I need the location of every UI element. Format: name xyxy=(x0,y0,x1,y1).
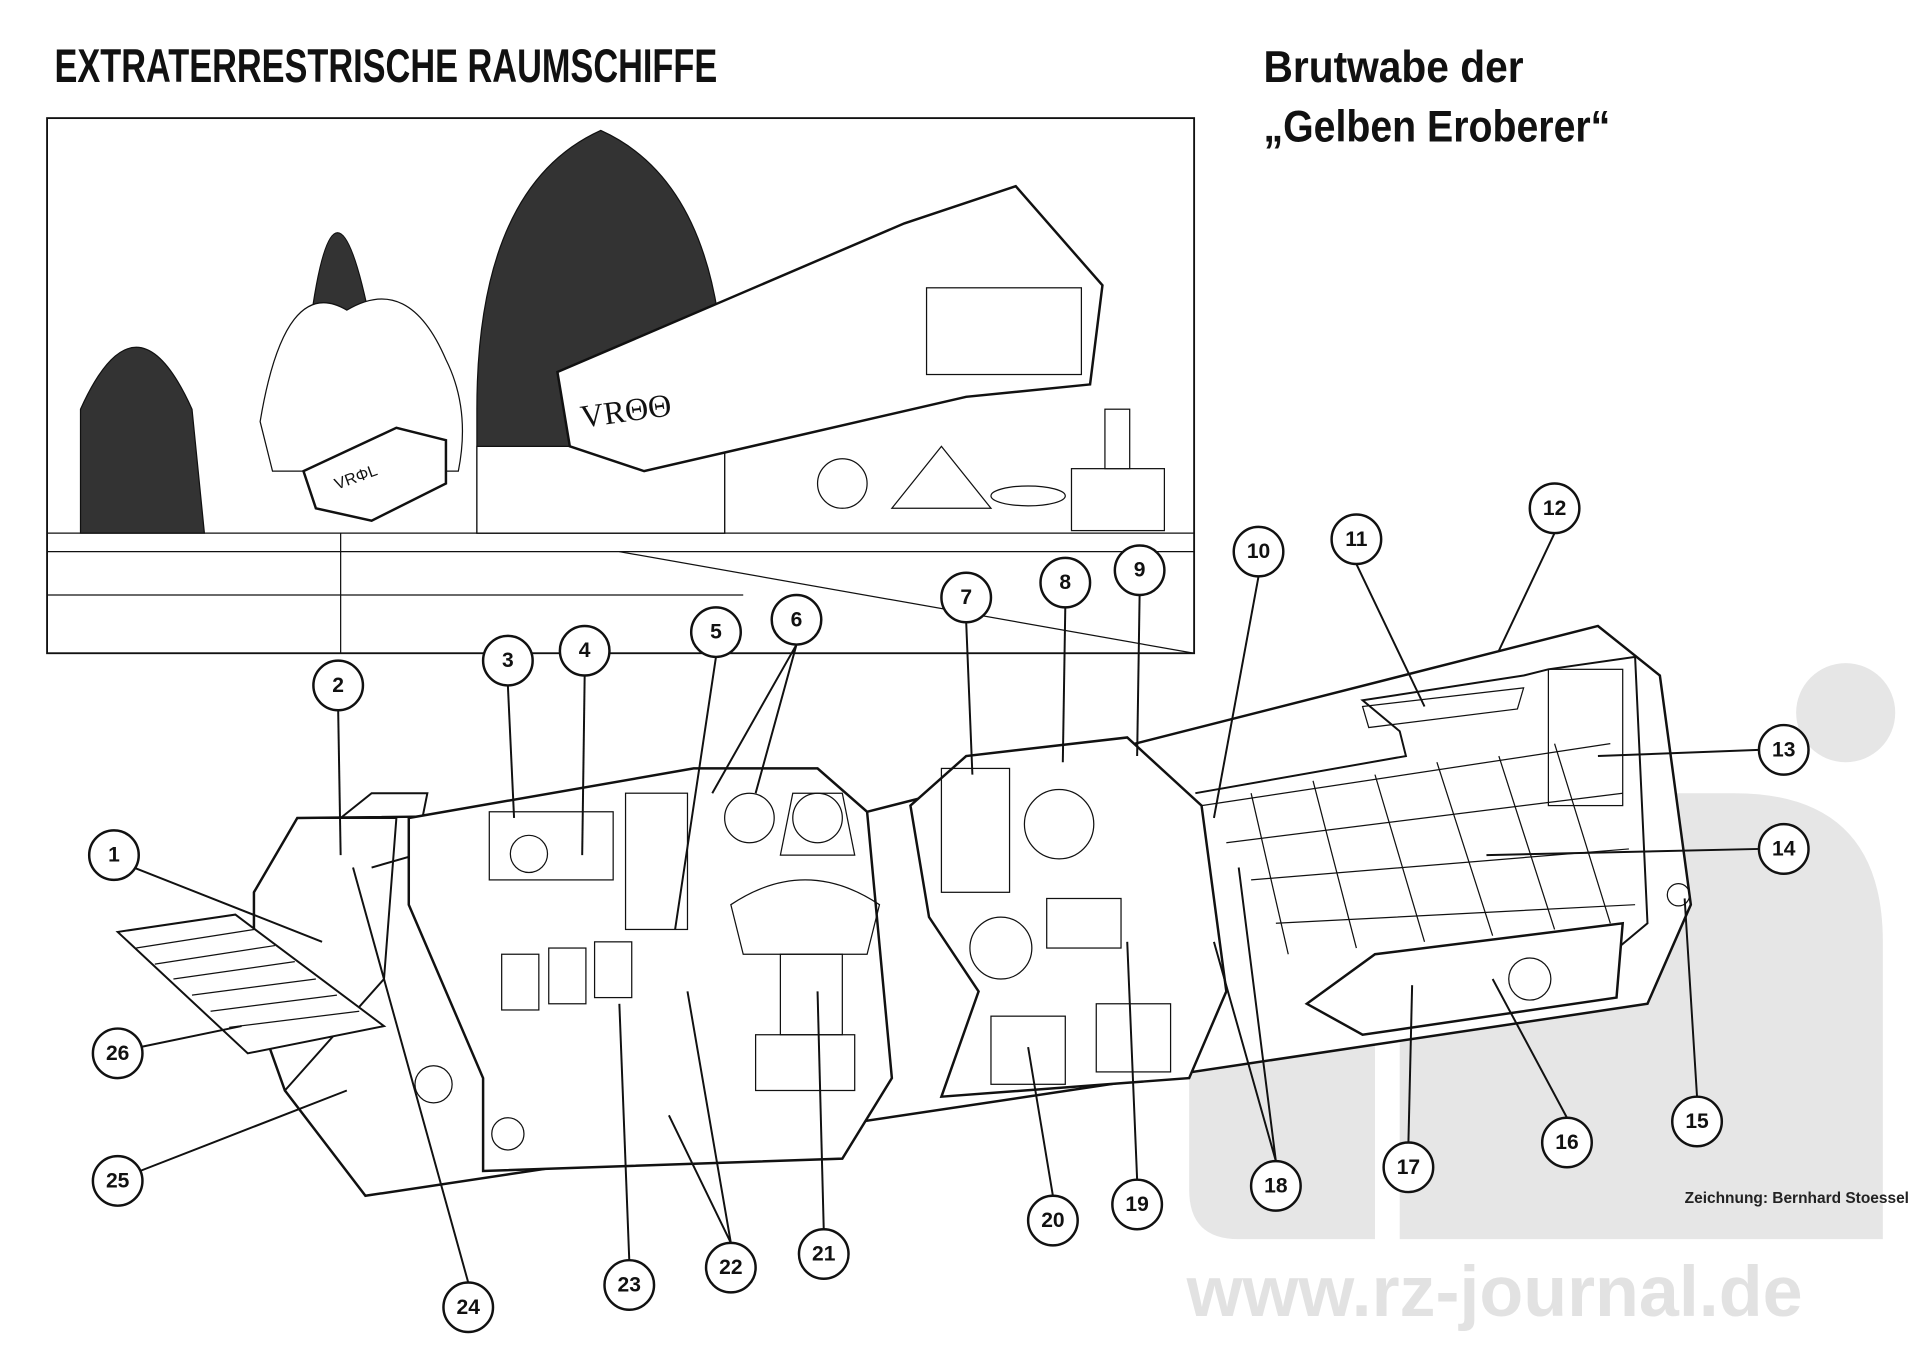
callout-circle xyxy=(940,571,993,624)
leader-lines xyxy=(133,532,1760,1283)
callout-number: 22 xyxy=(719,1256,742,1279)
callout-24: 24 xyxy=(442,1281,495,1334)
callout-22: 22 xyxy=(704,1241,757,1294)
callout-circle xyxy=(1382,1141,1435,1194)
callout-circle xyxy=(1330,513,1383,566)
callout-number: 6 xyxy=(791,608,803,631)
callout-14: 14 xyxy=(1757,822,1810,875)
scene-panel: VRΘΘ VRΦL xyxy=(46,117,1196,655)
callout-circle xyxy=(1232,525,1285,578)
ship-title-line1: Brutwabe der xyxy=(1263,43,1523,92)
callout-20: 20 xyxy=(1026,1194,1079,1247)
callout-circle xyxy=(1026,1194,1079,1247)
callout-circle xyxy=(481,634,534,687)
callout-number: 24 xyxy=(457,1296,481,1319)
callout-circle xyxy=(91,1027,144,1080)
ship-title-line2: „Gelben Eroberer“ xyxy=(1263,103,1610,152)
callout-16: 16 xyxy=(1540,1116,1593,1169)
callout-6: 6 xyxy=(770,593,823,646)
wall-panel xyxy=(1547,668,1624,807)
tanks xyxy=(501,941,633,1011)
callout-number: 9 xyxy=(1134,559,1146,582)
callout-circle xyxy=(1113,544,1166,597)
callout-7: 7 xyxy=(940,571,993,624)
callout-number: 25 xyxy=(106,1169,130,1192)
callout-number: 13 xyxy=(1772,738,1795,761)
callout-circle xyxy=(1111,1178,1164,1231)
callout-8: 8 xyxy=(1039,556,1092,609)
series-title: EXTRATERRESTRISCHE RAUMSCHIFFE xyxy=(55,39,718,92)
callout-circle xyxy=(1757,723,1810,776)
callout-number: 15 xyxy=(1685,1110,1709,1133)
callout-number: 23 xyxy=(618,1273,641,1296)
callout-circle xyxy=(1671,1095,1724,1148)
callout-circle xyxy=(91,1154,144,1207)
callout-circle xyxy=(87,829,140,882)
callout-number: 5 xyxy=(710,621,722,644)
callout-number: 12 xyxy=(1543,497,1566,520)
watermark-url: www.rz-journal.de xyxy=(1186,1252,1803,1332)
callout-circle xyxy=(770,593,823,646)
callout-11: 11 xyxy=(1330,513,1383,566)
callout-number: 17 xyxy=(1397,1156,1420,1179)
callout-number: 14 xyxy=(1772,837,1796,860)
callout-1: 1 xyxy=(87,829,140,882)
callout-5: 5 xyxy=(689,606,742,659)
hive-dome-left xyxy=(79,346,206,534)
callout-9: 9 xyxy=(1113,544,1166,597)
callout-19: 19 xyxy=(1111,1178,1164,1231)
callout-circle xyxy=(1249,1159,1302,1212)
callout-number: 3 xyxy=(502,649,514,672)
callout-number: 18 xyxy=(1264,1174,1288,1197)
callout-number: 1 xyxy=(108,844,120,867)
callout-number: 4 xyxy=(579,639,591,662)
callout-18: 18 xyxy=(1249,1159,1302,1212)
ship-small xyxy=(301,426,448,522)
callout-2: 2 xyxy=(312,659,365,712)
callout-number: 10 xyxy=(1247,540,1270,563)
callout-number: 8 xyxy=(1059,571,1071,594)
callout-number: 20 xyxy=(1041,1209,1064,1232)
lower-bay xyxy=(1304,921,1625,1037)
callout-number: 26 xyxy=(106,1042,129,1065)
callout-25: 25 xyxy=(91,1154,144,1207)
callout-10: 10 xyxy=(1232,525,1285,578)
callout-circle xyxy=(312,659,365,712)
callout-3: 3 xyxy=(481,634,534,687)
callout-circle xyxy=(558,624,611,677)
drawing-credit: Zeichnung: Bernhard Stoessel xyxy=(1685,1190,1909,1207)
callout-circle xyxy=(1039,556,1092,609)
callout-26: 26 xyxy=(91,1027,144,1080)
floor-grid xyxy=(1201,743,1636,955)
callout-number: 2 xyxy=(332,674,344,697)
callout-12: 12 xyxy=(1528,482,1581,535)
callout-number: 11 xyxy=(1345,528,1368,551)
callout-circle xyxy=(603,1258,656,1311)
callout-circle xyxy=(797,1227,850,1281)
callout-circle xyxy=(1540,1116,1593,1169)
callout-23: 23 xyxy=(603,1258,656,1311)
callout-4: 4 xyxy=(558,624,611,677)
callout-21: 21 xyxy=(797,1227,850,1281)
callout-13: 13 xyxy=(1757,723,1810,776)
callout-number: 16 xyxy=(1555,1131,1578,1154)
callout-circle xyxy=(704,1241,757,1294)
callout-circle xyxy=(689,606,742,659)
callout-number: 19 xyxy=(1125,1193,1148,1216)
callout-circle xyxy=(1757,822,1810,875)
callout-number: 21 xyxy=(812,1243,836,1266)
ship-cutaway xyxy=(115,624,1693,1198)
callout-15: 15 xyxy=(1671,1095,1724,1148)
ship-large xyxy=(556,184,1104,473)
callout-circle xyxy=(442,1281,495,1334)
solar-panel xyxy=(115,913,387,1055)
callout-17: 17 xyxy=(1382,1141,1435,1194)
callout-circle xyxy=(1528,482,1581,535)
callout-number: 7 xyxy=(960,586,972,609)
